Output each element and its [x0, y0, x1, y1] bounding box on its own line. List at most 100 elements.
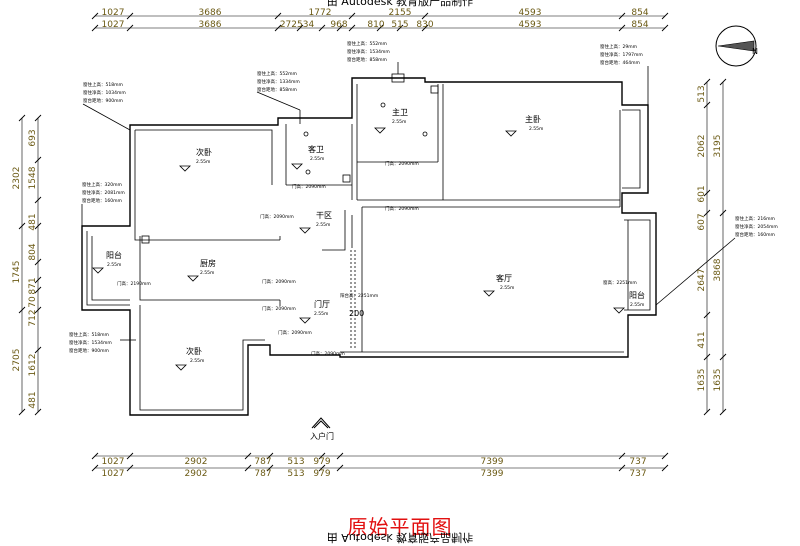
- window-annotation: 窗住上高：29mm 窗住净高：1797mm 窗台距地：464mm: [600, 43, 649, 105]
- dim-label: 1612: [28, 354, 38, 377]
- dimension-tick: [274, 12, 282, 20]
- dimension-tick: [34, 286, 42, 294]
- dimension-tick: [34, 408, 42, 416]
- svg-text:窗住净高：1534mm: 窗住净高：1534mm: [347, 48, 390, 55]
- dim-label: 7399: [481, 469, 504, 479]
- dimension-tick: [266, 464, 274, 472]
- svg-text:窗住上高：552mm: 窗住上高：552mm: [347, 40, 387, 47]
- room-name: 阳台: [106, 250, 122, 260]
- svg-text:窗住上高：518mm: 窗住上高：518mm: [83, 81, 123, 88]
- dim-label: 7399: [481, 457, 504, 467]
- svg-text:窗台距地：900mm: 窗台距地：900mm: [83, 97, 123, 104]
- entrance-marker: 入户门: [310, 417, 334, 441]
- dimension-tick: [703, 209, 711, 217]
- dimension-tick: [34, 222, 42, 230]
- entrance-label: 入户门: [310, 431, 334, 441]
- dim-label: 979: [313, 457, 330, 467]
- dim-top-inner: 1027 3686 272534 968 810 515 830 4593 85…: [102, 20, 649, 30]
- window-annotation: 窗住上高：552mm 窗住净高：1534mm 窗台距地：858mm: [347, 40, 399, 74]
- svg-text:窗住上高：29mm: 窗住上高：29mm: [600, 43, 637, 50]
- dim-label: 871: [28, 277, 38, 294]
- dim-label: 1745: [12, 261, 22, 284]
- dimension-tick: [34, 196, 42, 204]
- dim-label: 513: [287, 469, 304, 479]
- door-note: 门高：2090mm: [385, 160, 419, 167]
- dimension-tick: [91, 24, 99, 32]
- room-height: 2.55m: [316, 222, 330, 228]
- height-marker: 200: [349, 309, 364, 318]
- dimension-tick: [91, 12, 99, 20]
- svg-text:窗住净高：1534mm: 窗住净高：1534mm: [69, 339, 112, 346]
- room-name: 次卧: [196, 147, 212, 157]
- dimension-tick: [703, 408, 711, 416]
- dimension-tick: [348, 12, 356, 20]
- dim-label: 70: [28, 296, 38, 308]
- dimension-tick: [703, 353, 711, 361]
- north-label: N: [752, 47, 758, 56]
- dimension-tick: [34, 306, 42, 314]
- dim-label: 1027: [102, 8, 125, 18]
- dimension-tick: [18, 222, 26, 230]
- dim-label: 2647: [697, 269, 707, 292]
- dim-label: 481: [28, 391, 38, 408]
- door-notes: 门高：2090mm 门高：2090mm 门高：2090mm 门高：2090mm …: [117, 160, 637, 357]
- dimension-tick: [618, 464, 626, 472]
- dimension-tick: [18, 114, 26, 122]
- room-height: 2.55m: [630, 302, 644, 308]
- svg-text:窗住净高：2054mm: 窗住净高：2054mm: [735, 223, 778, 230]
- dimension-tick: [618, 24, 626, 32]
- dim-label: 481: [28, 213, 38, 230]
- dimension-tick: [376, 24, 384, 32]
- room-name: 门厅: [314, 299, 330, 309]
- dim-label: 2705: [12, 349, 22, 372]
- window-annotation: 窗住上高：518mm 窗住净高：1534mm 窗台距地：900mm: [69, 331, 136, 354]
- dimension-tick: [719, 353, 727, 361]
- dimension-tick: [703, 189, 711, 197]
- dimension-tick: [244, 464, 252, 472]
- dimension-tick: [703, 101, 711, 109]
- room-height: 2.55m: [107, 262, 121, 268]
- dimension-tick: [266, 452, 274, 460]
- dim-label: 787: [254, 457, 271, 467]
- room-height: 2.55m: [190, 358, 204, 364]
- door-note: 窗高：2251mm: [603, 279, 637, 286]
- door-note: 门高：2090mm: [260, 213, 294, 220]
- drawing-title: 原始平面图: [347, 515, 453, 539]
- room-name: 客厅: [496, 273, 512, 283]
- dim-label: 737: [629, 457, 646, 467]
- dim-label: 1027: [102, 469, 125, 479]
- dimension-ticks: [18, 12, 727, 472]
- dim-label: 513: [287, 457, 304, 467]
- dimension-tick: [91, 452, 99, 460]
- dimension-tick: [34, 258, 42, 266]
- dimension-tick: [244, 452, 252, 460]
- door-note: 门高：2090mm: [262, 278, 296, 285]
- svg-text:窗住净高：1334mm: 窗住净高：1334mm: [257, 78, 300, 85]
- dim-left-outer: 2302 1745 2705: [12, 167, 22, 372]
- dim-label: 693: [28, 129, 38, 146]
- dimension-tick: [18, 408, 26, 416]
- dim-top-outer: 1027 3686 1772 2155 4593 854: [102, 8, 649, 18]
- dimension-tick: [126, 464, 134, 472]
- dim-label: 3195: [713, 135, 723, 158]
- dimension-lines: [21, 15, 724, 469]
- dim-label: 968: [330, 20, 347, 30]
- svg-text:窗住上高：552mm: 窗住上高：552mm: [257, 70, 297, 77]
- dimension-tick: [618, 12, 626, 20]
- dimension-tick: [126, 24, 134, 32]
- dimension-tick: [661, 452, 669, 460]
- dim-label: 737: [629, 469, 646, 479]
- dimension-tick: [318, 24, 326, 32]
- room-height: 2.55m: [314, 311, 328, 317]
- dim-label: 411: [697, 331, 707, 348]
- room-name: 厨房: [200, 258, 216, 268]
- dim-right-outer: 3195 3868 1635: [713, 135, 723, 392]
- room-name: 次卧: [186, 346, 202, 356]
- door-note: 阳台高：2251mm: [340, 292, 378, 299]
- dimension-tick: [719, 209, 727, 217]
- dim-label: 3868: [713, 258, 723, 281]
- svg-text:窗住净高：2081mm: 窗住净高：2081mm: [82, 189, 125, 196]
- door-note: 门高：2190mm: [117, 280, 151, 287]
- dim-label: 1772: [309, 8, 332, 18]
